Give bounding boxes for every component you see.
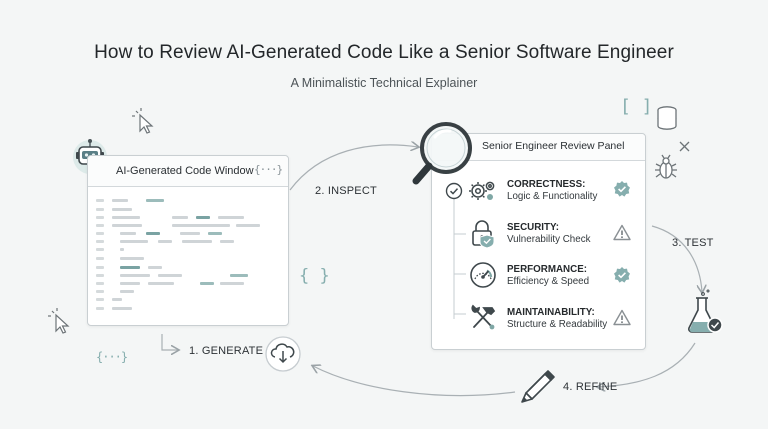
review-panel-title: Senior Engineer Review Panel: [482, 140, 625, 152]
cursor-click-icon: [132, 108, 154, 134]
step-test-label: 3. TEST: [672, 237, 714, 249]
braces-icon: { }: [299, 266, 330, 286]
pencil-icon: [521, 370, 555, 403]
refine-arrow: [598, 342, 696, 387]
criterion-title: PERFORMANCE:: [507, 264, 588, 275]
cloud-download-icon: [265, 336, 301, 372]
page-title: How to Review AI-Generated Code Like a S…: [94, 42, 674, 63]
warning-icon: [613, 224, 631, 241]
test-arrow: [651, 225, 702, 292]
lock-shield-icon: [472, 220, 495, 249]
step-generate-label: 1. GENERATE: [189, 345, 264, 357]
circle-check-icon: [445, 182, 463, 200]
criterion-title: MAINTAINABILITY:: [507, 307, 595, 318]
hammer-wrench-icon: [471, 304, 496, 330]
criterion-subtitle: Vulnerability Check: [507, 234, 591, 245]
bug-icon: [655, 154, 677, 179]
verified-check-icon: [614, 267, 630, 283]
cursor-click-icon: [48, 308, 70, 334]
code-window-header: AI-Generated Code Window {···}: [88, 156, 288, 187]
step-refine-label: 4. REFINE: [563, 381, 618, 393]
inspect-arrow: [289, 145, 418, 191]
generate-arrow: [161, 334, 178, 350]
brackets-icon: [ ]: [620, 96, 653, 117]
page-subtitle: A Minimalistic Technical Explainer: [290, 76, 478, 90]
code-badge-icon: {···}: [254, 163, 283, 176]
criterion-subtitle: Structure & Readability: [507, 319, 608, 330]
code-dots-icon: {···}: [96, 350, 128, 364]
gears-icon: [469, 181, 495, 200]
gauge-icon: [470, 262, 496, 288]
criterion-title: SECURITY:: [507, 222, 560, 233]
warning-icon: [613, 309, 631, 326]
flask-icon: [688, 289, 723, 333]
verified-check-icon: [614, 181, 630, 197]
database-icon: [657, 106, 677, 130]
close-x-icon: [679, 141, 690, 152]
criteria-connector: [453, 197, 466, 319]
criterion-subtitle: Logic & Functionality: [507, 191, 598, 202]
criterion-title: CORRECTNESS:: [507, 179, 586, 190]
step-inspect-label: 2. INSPECT: [315, 185, 377, 197]
loop-arrow: [313, 366, 516, 397]
criterion-subtitle: Efficiency & Speed: [507, 276, 590, 287]
magnifying-glass-icon: [412, 122, 472, 185]
code-window-title: AI-Generated Code Window: [116, 165, 254, 177]
review-panel: Senior Engineer Review Panel CORRECTNESS…: [431, 133, 646, 350]
code-window: AI-Generated Code Window {···}: [87, 155, 289, 326]
